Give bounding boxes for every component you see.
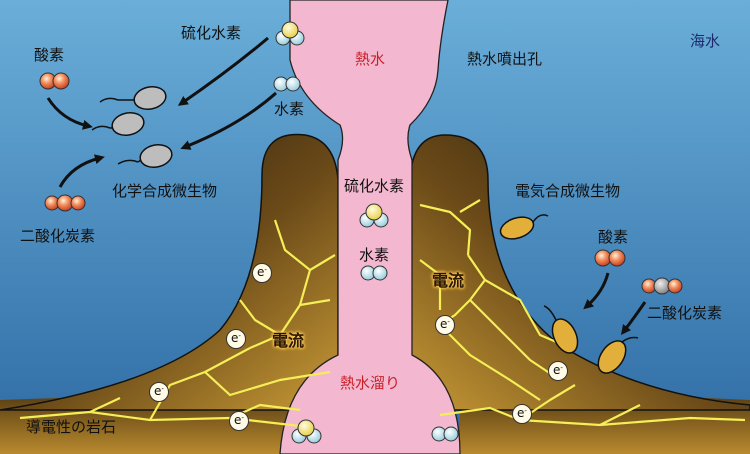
label-oxygen-left: 酸素	[34, 46, 65, 64]
label-chemosynthetic-microbes: 化学合成微生物	[112, 182, 218, 200]
electro-microbe	[543, 305, 579, 354]
oxygen-molecule	[594, 249, 626, 267]
label-hydrothermal-vent: 熱水噴出孔	[467, 50, 543, 68]
hydrogen-molecule	[360, 265, 388, 281]
label-hydrogen-top: 水素	[274, 100, 305, 118]
label-hydrogen-sulfide-top: 硫化水素	[181, 24, 242, 42]
carbon-dioxide-molecule	[44, 194, 86, 212]
electron-icon: e-	[229, 411, 249, 431]
hot-water-conduit	[279, 0, 461, 454]
right-chimney	[409, 134, 750, 411]
electron-icon: e-	[512, 404, 532, 424]
label-hydrogen-center: 水素	[358, 246, 390, 264]
left-chimney	[0, 133, 339, 411]
carbon-dioxide-molecule	[641, 277, 683, 295]
electro-microbe	[499, 214, 549, 240]
electron-icon: e-	[435, 315, 455, 335]
electron-icon: e-	[252, 263, 272, 283]
arrow-co2-to-chemo	[58, 154, 105, 188]
label-electric-current-right: 電流	[432, 271, 465, 290]
label-hydrogen-sulfide-center: 硫化水素	[343, 177, 405, 195]
arrow-hydrogen-to-chemo	[180, 91, 277, 150]
hydrogen-sulfide-molecule	[291, 419, 322, 444]
label-conductive-rock: 導電性の岩石	[26, 418, 117, 436]
electron-icon: e-	[548, 361, 568, 381]
label-co2-right: 二酸化炭素	[647, 304, 723, 322]
label-seawater: 海水	[690, 32, 721, 50]
electron-icon: e-	[149, 382, 169, 402]
label-electrosynthetic-microbes: 電気合成微生物	[515, 182, 621, 200]
oxygen-molecule	[39, 72, 70, 90]
electro-microbe	[597, 336, 639, 374]
label-electric-current-left: 電流	[272, 331, 305, 350]
arrow-oxygen-to-electro	[583, 272, 610, 310]
label-hot-water-reservoir: 熱水溜り	[339, 374, 401, 392]
chemo-microbe	[91, 111, 145, 137]
hydrogen-molecule	[431, 426, 459, 442]
arrow-sulfide-to-chemo	[177, 36, 269, 106]
arrow-oxygen-to-chemo	[46, 97, 93, 130]
arrow-co2-to-electro	[620, 301, 647, 335]
label-oxygen-right: 酸素	[598, 228, 629, 246]
chemo-microbe	[117, 143, 173, 169]
label-co2-left: 二酸化炭素	[20, 227, 96, 245]
hydrogen-sulfide-molecule	[359, 203, 389, 228]
electron-icon: e-	[226, 329, 246, 349]
chemo-microbe	[99, 85, 167, 111]
hydrogen-molecule	[273, 76, 301, 92]
label-hot-water-top: 熱水	[354, 50, 386, 68]
hydrogen-sulfide-molecule	[275, 21, 305, 46]
